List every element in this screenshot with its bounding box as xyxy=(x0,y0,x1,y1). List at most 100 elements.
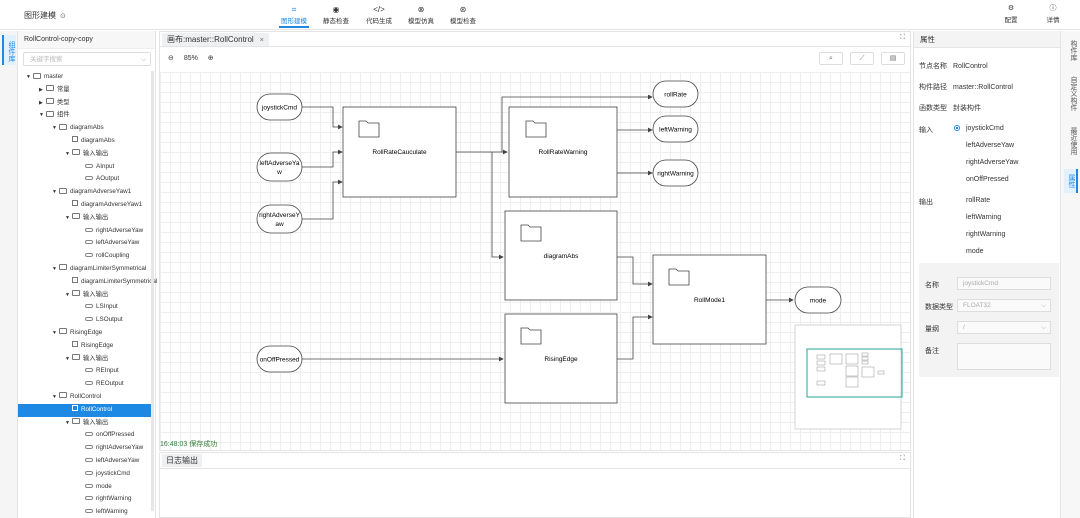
details-button[interactable]: ⓘ 详情 xyxy=(1046,5,1060,24)
tree-node[interactable]: AOutput xyxy=(18,173,154,186)
tree-node[interactable]: ▼diagramAdverseYaw1 xyxy=(18,186,154,199)
name-input[interactable]: joystickCmd xyxy=(957,277,1051,290)
tree-node[interactable]: leftWarning xyxy=(18,506,154,518)
caret-down-icon[interactable]: ▼ xyxy=(26,74,31,80)
tree-node[interactable]: ▼RollControl xyxy=(18,391,154,404)
terminal-leftwarning[interactable] xyxy=(652,115,699,143)
output-radio-leftwarning[interactable]: leftWarning xyxy=(966,214,1002,221)
nav-model-sim[interactable]: ⊗ 模型仿真 xyxy=(408,5,434,25)
block-rollratewarning[interactable] xyxy=(508,106,618,198)
caret-down-icon[interactable]: ▼ xyxy=(39,112,44,119)
terminal-mode[interactable] xyxy=(794,286,842,314)
tree-node[interactable]: rightAdverseYaw xyxy=(18,442,154,455)
config-button[interactable]: ⚙ 配置 xyxy=(1004,5,1018,24)
input-radio-joystickcmd[interactable]: joystickCmd xyxy=(954,125,1004,132)
tree-node[interactable]: ▼输入输出 xyxy=(18,212,154,225)
output-radio-mode[interactable]: mode xyxy=(966,248,984,255)
note-textarea[interactable] xyxy=(957,343,1051,370)
expand-icon[interactable]: ⛶ xyxy=(900,34,905,41)
terminal-leftadverseyaw[interactable] xyxy=(256,152,303,182)
tree-node[interactable]: diagramLimiterSymmetrical xyxy=(18,276,157,289)
caret-down-icon[interactable]: ▼ xyxy=(52,329,57,336)
nav-code-gen[interactable]: </> 代码生成 xyxy=(366,5,392,25)
tree-node[interactable]: leftAdverseYaw xyxy=(18,237,154,250)
caret-down-icon[interactable]: ▼ xyxy=(65,150,70,157)
tree-node[interactable]: ▼RisingEdge xyxy=(18,327,154,340)
caret-down-icon[interactable]: ▼ xyxy=(52,189,57,196)
zoom-out-icon[interactable]: ⊖ xyxy=(168,55,174,62)
caret-right-icon[interactable]: ▶ xyxy=(39,99,43,106)
input-radio-onoffpressed[interactable]: onOffPressed xyxy=(966,176,1009,183)
block-rollratecauculate[interactable] xyxy=(342,106,457,198)
tab-log-output[interactable]: 日志输出 xyxy=(162,454,202,467)
tree-node[interactable]: diagramAbs xyxy=(18,135,154,148)
caret-down-icon[interactable]: ▼ xyxy=(52,265,57,272)
nav-graph-modeling[interactable]: ⌗ 图形建模 xyxy=(279,4,309,28)
block-risingedge[interactable] xyxy=(504,313,618,404)
input-radio-rightadverseyaw[interactable]: rightAdverseYaw xyxy=(966,159,1019,166)
tree-node[interactable]: leftAdverseYaw xyxy=(18,455,154,468)
diagram-canvas[interactable]: joystickCmd leftAdverseYa w rightAdverse… xyxy=(160,72,910,450)
search-tool-button[interactable]: ⌕ xyxy=(819,52,843,65)
caret-down-icon[interactable]: ▼ xyxy=(65,291,70,298)
datatype-select[interactable]: FLOAT32⌵ xyxy=(957,299,1051,312)
terminal-rollrate[interactable] xyxy=(652,80,699,108)
tree-node[interactable]: mode xyxy=(18,481,154,494)
tree-node[interactable]: ▼diagramAbs xyxy=(18,122,154,135)
output-radio-rightwarning[interactable]: rightWarning xyxy=(966,231,1006,238)
tab-component-library[interactable]: 组件库 xyxy=(2,35,16,65)
caret-down-icon[interactable]: ▼ xyxy=(65,419,70,426)
line-tool-button[interactable]: ⟋ xyxy=(850,52,874,65)
tree-node[interactable]: AInput xyxy=(18,161,154,174)
tree-node[interactable]: rollCoupling xyxy=(18,250,154,263)
tree-node[interactable]: REOutput xyxy=(18,378,154,391)
expand-icon[interactable]: ⛶ xyxy=(900,455,905,462)
nav-static-check[interactable]: ◉ 静态检查 xyxy=(323,5,349,25)
tab-properties[interactable]: 属性 xyxy=(1064,169,1078,193)
tree-node[interactable]: LSInput xyxy=(18,301,154,314)
unit-select[interactable]: /⌵ xyxy=(957,321,1051,334)
tab-custom-components[interactable]: 自定义构件 xyxy=(1070,75,1077,111)
table-tool-button[interactable]: ▤ xyxy=(881,52,905,65)
tree-node[interactable]: ▶常量 xyxy=(18,84,154,97)
terminal-rightwarning[interactable] xyxy=(652,159,699,187)
block-diagramabs[interactable] xyxy=(504,210,618,301)
tree-node[interactable]: RisingEdge xyxy=(18,340,154,353)
caret-right-icon[interactable]: ▶ xyxy=(39,86,43,93)
tab-component-library-right[interactable]: 构件库 xyxy=(1070,39,1077,61)
tree-search-input[interactable]: 关键字搜索 ⌵ xyxy=(23,52,151,66)
tree-node[interactable]: ▼组件 xyxy=(18,109,154,122)
terminal-rightadverseyaw[interactable] xyxy=(256,204,303,234)
close-icon[interactable]: × xyxy=(259,37,264,44)
tree-scrollbar[interactable] xyxy=(151,71,154,511)
tree-node[interactable]: RollControl xyxy=(18,403,154,417)
tree-node[interactable]: ▼输入输出 xyxy=(18,289,154,302)
tree-node[interactable]: ▼输入输出 xyxy=(18,148,154,161)
tree-node[interactable]: REInput xyxy=(18,365,154,378)
minimap[interactable] xyxy=(794,324,903,430)
tree-node[interactable]: ▼输入输出 xyxy=(18,353,154,366)
input-radio-leftadverseyaw[interactable]: leftAdverseYaw xyxy=(966,142,1015,149)
caret-down-icon[interactable]: ▼ xyxy=(65,355,70,362)
tab-recently-used[interactable]: 最近使用 xyxy=(1070,127,1077,155)
output-radio-rollrate[interactable]: rollRate xyxy=(966,197,991,204)
tree-node[interactable]: rightAdverseYaw xyxy=(18,225,154,238)
caret-down-icon[interactable]: ▼ xyxy=(52,125,57,132)
tree-node[interactable]: ▼master xyxy=(18,71,154,84)
canvas-tab[interactable]: 画布:master::RollControl× xyxy=(162,33,269,46)
tree-node[interactable]: ▼diagramLimiterSymmetrical xyxy=(18,263,154,276)
tree-node[interactable]: onOffPressed xyxy=(18,429,154,442)
tree-node[interactable]: ▼输入输出 xyxy=(18,417,154,430)
caret-down-icon[interactable]: ▼ xyxy=(52,393,57,400)
tree-node[interactable]: joystickCmd xyxy=(18,468,154,481)
block-rollmode1[interactable] xyxy=(652,254,767,345)
nav-model-check[interactable]: ⊛ 模型检查 xyxy=(450,5,476,25)
terminal-joystickcmd[interactable] xyxy=(256,93,303,121)
terminal-onoffpressed[interactable] xyxy=(256,345,303,373)
tree-node[interactable]: LSOutput xyxy=(18,314,154,327)
tree-node[interactable]: ▶类型 xyxy=(18,97,154,110)
refresh-icon[interactable]: ⊙ xyxy=(60,13,66,20)
tree-node[interactable]: diagramAdverseYaw1 xyxy=(18,199,154,212)
zoom-in-icon[interactable]: ⊕ xyxy=(207,55,214,62)
tree-node[interactable]: rightWarning xyxy=(18,493,154,506)
